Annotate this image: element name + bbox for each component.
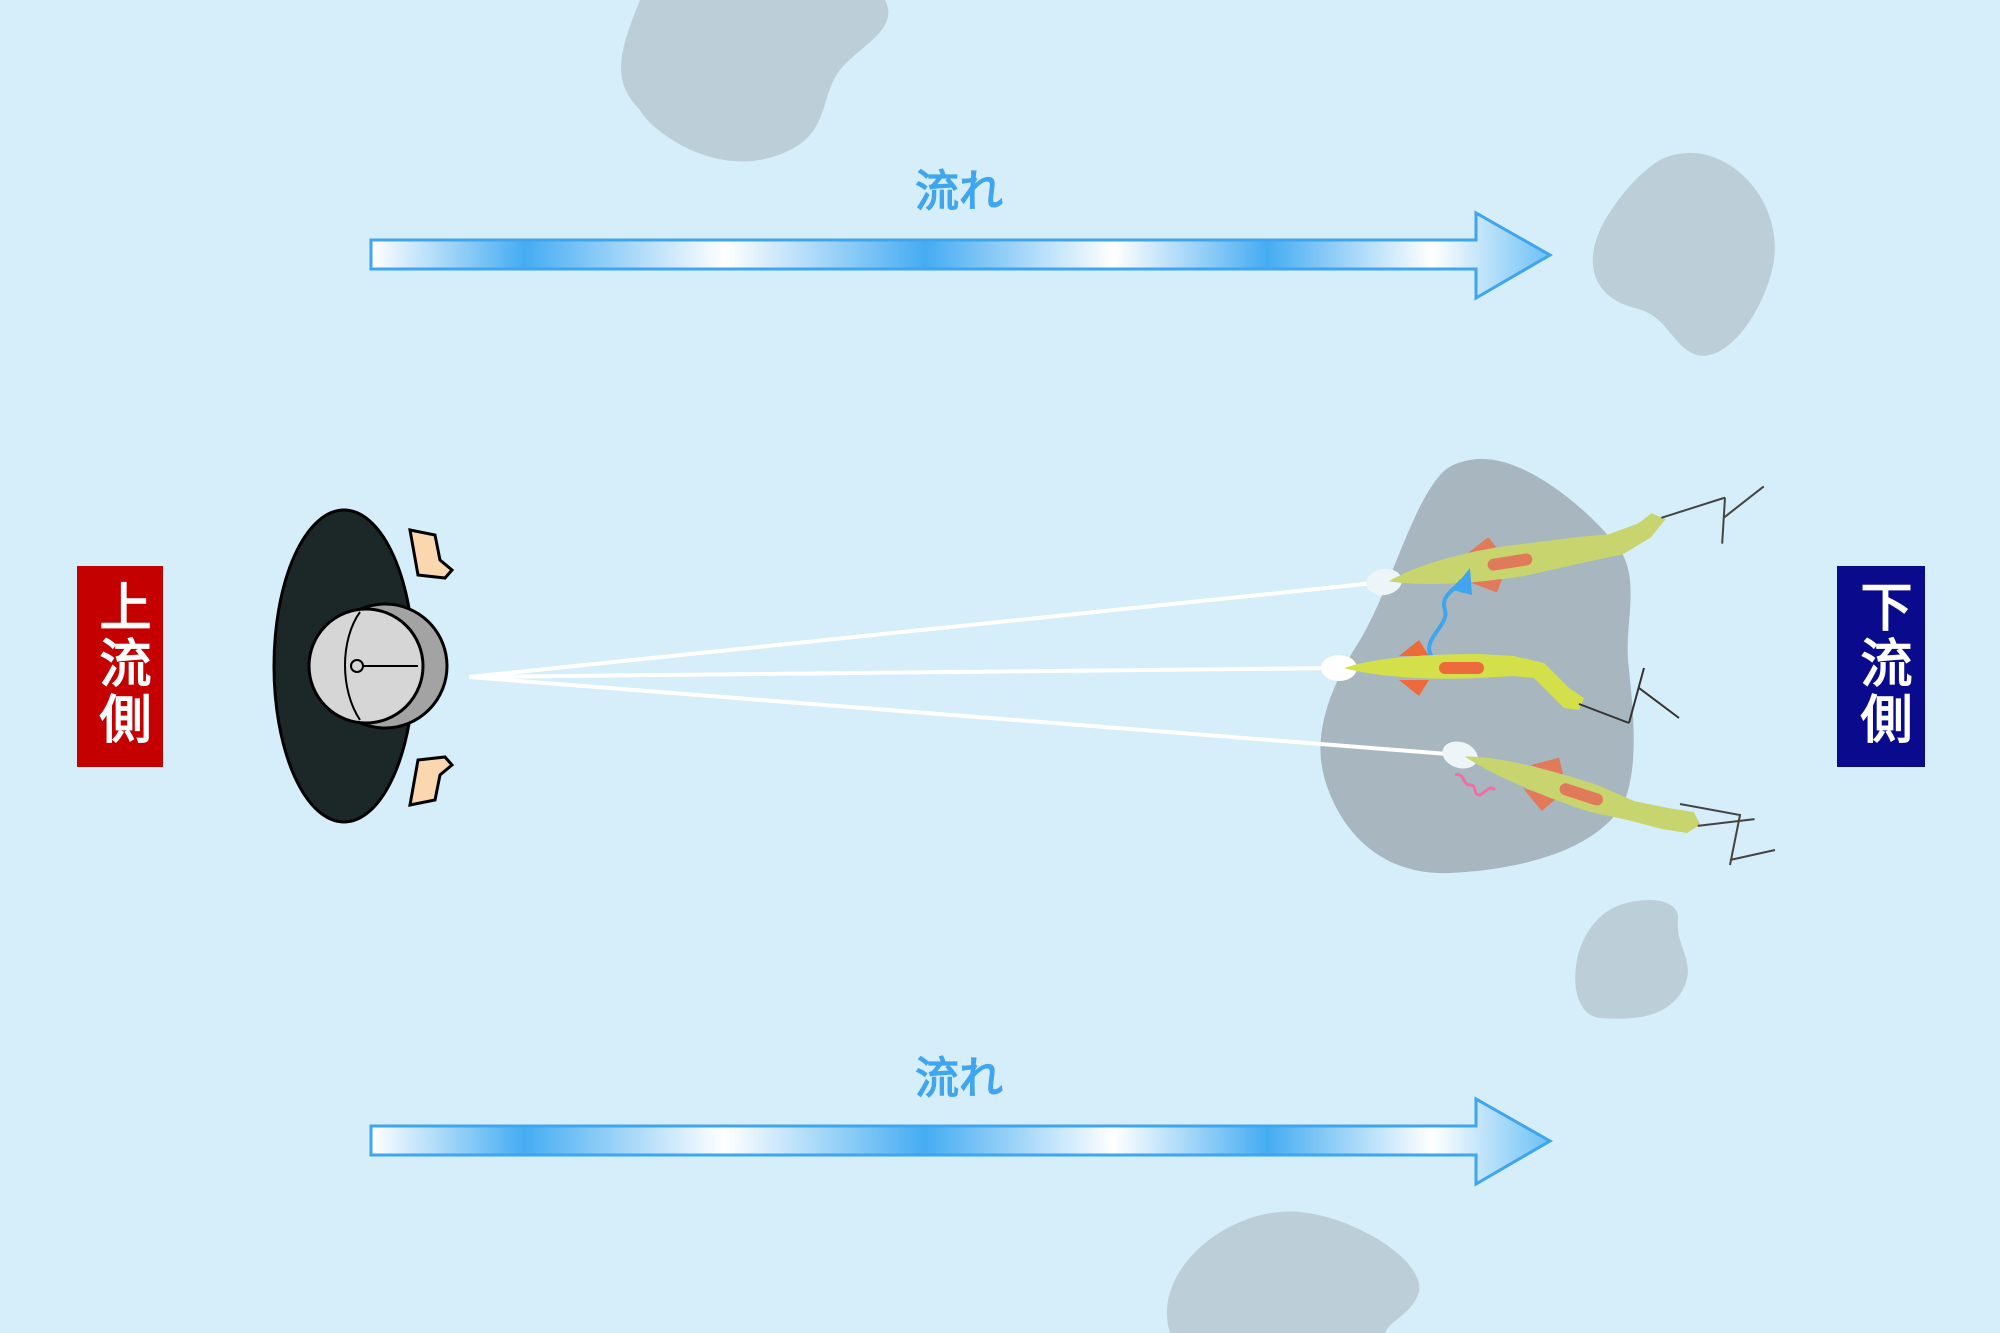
upstream-text: 上流側 (90, 580, 152, 748)
lure-middle (1321, 640, 1680, 724)
downstream-label (1837, 566, 1925, 767)
wiggle-icon (1454, 773, 1497, 797)
lure-top (1366, 485, 1765, 596)
rock-right (1592, 152, 1775, 356)
flow-label-top: 流れ (915, 166, 1003, 217)
downstream-text: 下流側 (1851, 580, 1913, 748)
dart-arrow-head-icon (1452, 568, 1472, 595)
lure-bottom-hook-icon (1679, 803, 1776, 866)
left-hand-icon (408, 755, 455, 807)
flow-label-bottom: 流れ (915, 1053, 1003, 1104)
flow-arrow-bottom (369, 1096, 1554, 1187)
lure-bottom (1442, 741, 1755, 833)
fishing-lines (468, 580, 1461, 757)
rock-top (621, 0, 889, 162)
angler-figure (272, 508, 455, 824)
rock-lower-right (1575, 900, 1688, 1019)
right-hand-icon (408, 528, 455, 580)
upstream-label (77, 566, 163, 767)
rock-bottom (1166, 1211, 1420, 1333)
flow-arrow-top (369, 210, 1554, 301)
